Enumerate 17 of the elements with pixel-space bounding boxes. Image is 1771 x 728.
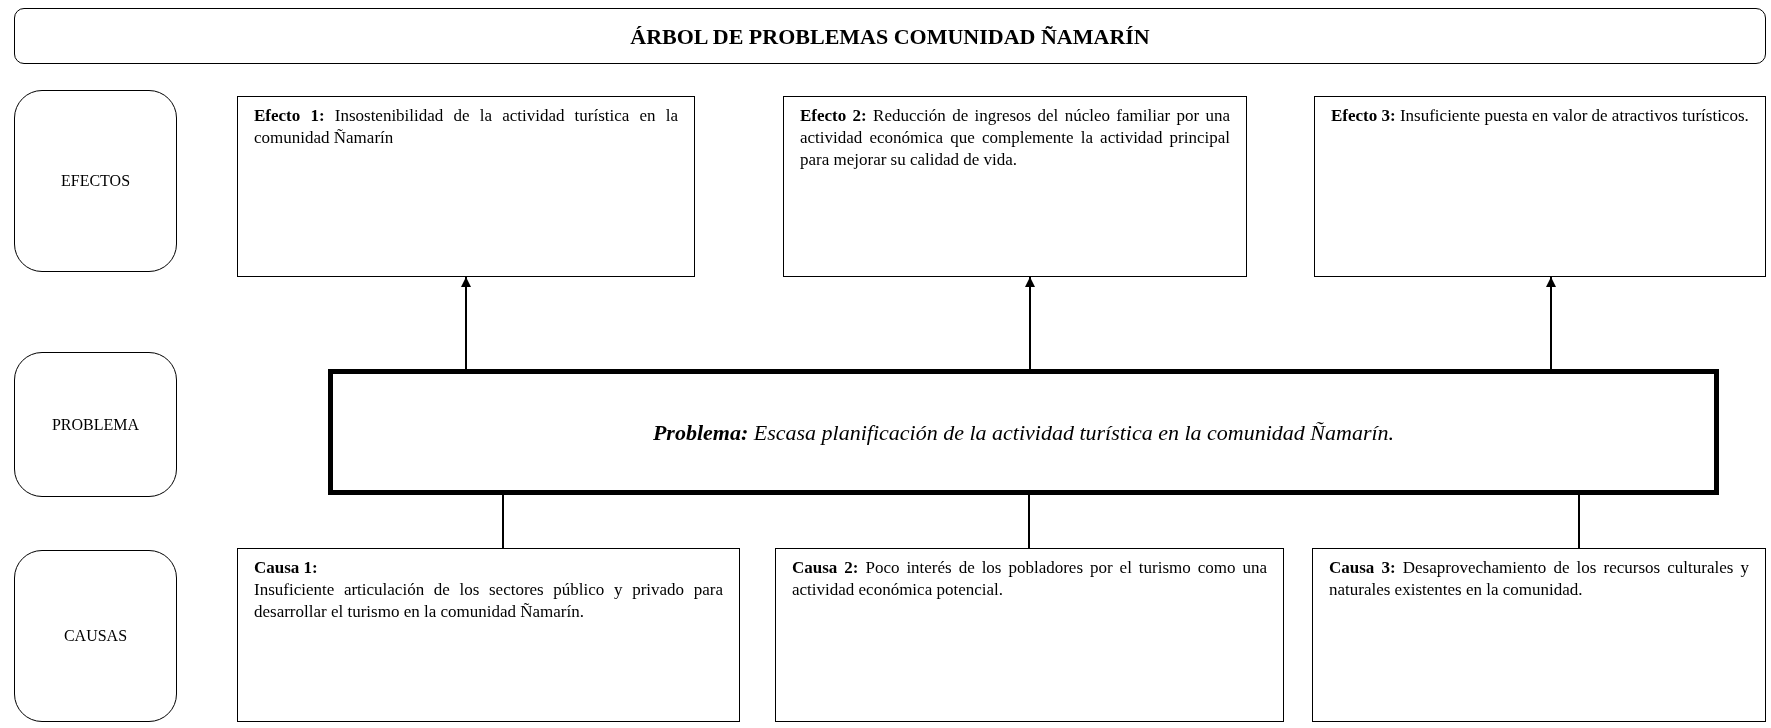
text-card: Causa 3: Desaprovechamiento de los recursos culturales y naturales existentes en la comunidad.	[1312, 548, 1766, 722]
connector-line	[1028, 494, 1030, 549]
problem-box: Problema: Escasa planificación de la actividad turística en la comunidad Ñamarín.	[328, 369, 1719, 495]
row-label-box: PROBLEMA	[14, 352, 177, 497]
text-card: Efecto 2: Reducción de ingresos del núcleo familiar por una actividad económica que complemente la actividad principal para mejorar su calidad de vida.	[783, 96, 1247, 277]
connector-line	[502, 494, 504, 549]
connector-line	[1578, 494, 1580, 549]
row-label-box: EFECTOS	[14, 90, 177, 272]
text-card: Causa 1: Insuficiente articulación de los sectores público y privado para desarrollar el turismo en la comunidad Ñamarín.	[237, 548, 740, 722]
row-label-box: CAUSAS	[14, 550, 177, 722]
text-card: Efecto 3: Insuficiente puesta en valor de atractivos turísticos.	[1314, 96, 1766, 277]
arrow	[1546, 276, 1556, 370]
text-card: Causa 2: Poco interés de los pobladores por el turismo como una actividad económica potencial.	[775, 548, 1284, 722]
text-card: Efecto 1: Insostenibilidad de la actividad turística en la comunidad Ñamarín	[237, 96, 695, 277]
title: ÁRBOL DE PROBLEMAS COMUNIDAD ÑAMARÍN	[630, 22, 1150, 51]
arrow	[1025, 276, 1035, 370]
arrow	[461, 276, 471, 370]
